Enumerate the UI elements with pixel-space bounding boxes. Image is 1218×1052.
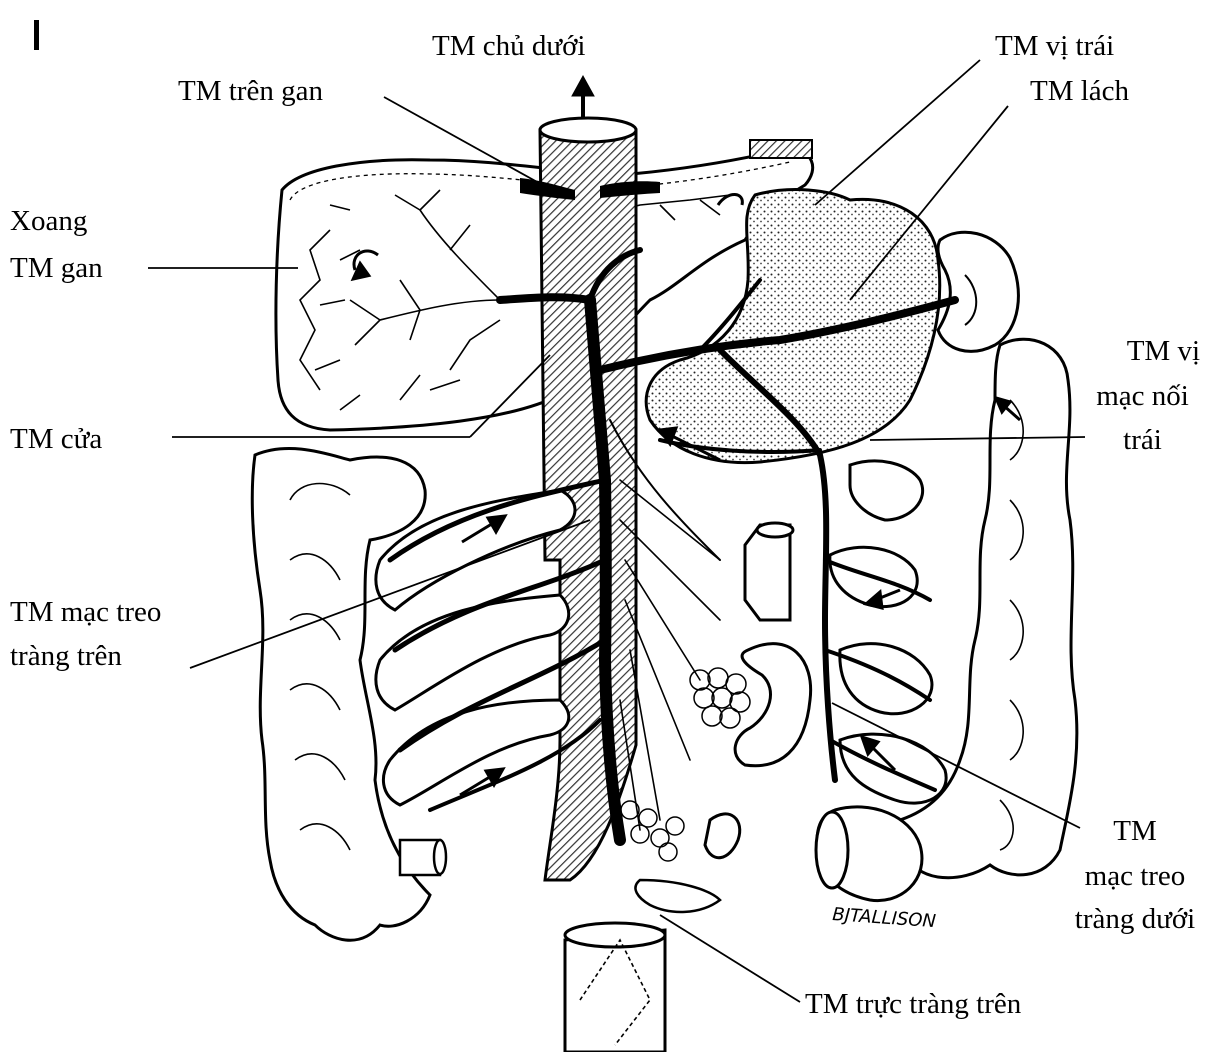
label-hepatic-sinusoid-line1: Xoang <box>10 205 87 237</box>
label-hepatic-veins: TM trên gan <box>178 75 323 107</box>
label-inferior-mesenteric-line2: mạc treo <box>1060 860 1210 892</box>
label-inferior-vena-cava: TM chủ dưới <box>432 30 585 62</box>
label-superior-rectal-vein: TM trực tràng trên <box>805 988 1021 1020</box>
label-superior-mesenteric-line1: TM mạc treo <box>10 596 161 628</box>
spleen <box>938 232 1018 351</box>
artist-signature: BJTALLISON <box>832 904 937 932</box>
label-hepatic-sinusoid-line2: TM gan <box>10 252 103 284</box>
label-portal-vein: TM cửa <box>10 423 102 455</box>
label-left-gastroepiploic-line1: TM vị <box>1060 335 1200 367</box>
label-splenic-vein: TM lách <box>1030 75 1129 107</box>
label-inferior-mesenteric-line3: tràng dưới <box>1055 903 1215 935</box>
label-left-gastric-vein: TM vị trái <box>995 30 1114 62</box>
label-left-gastroepiploic-line3: trái <box>1070 424 1215 456</box>
label-superior-mesenteric-line2: tràng trên <box>10 640 122 672</box>
label-left-gastroepiploic-line2: mạc nối <box>1070 380 1215 412</box>
panel-letter-bar <box>34 20 39 50</box>
label-inferior-mesenteric-line1: TM <box>1060 815 1210 847</box>
ivc-flow-arrow <box>572 76 594 122</box>
